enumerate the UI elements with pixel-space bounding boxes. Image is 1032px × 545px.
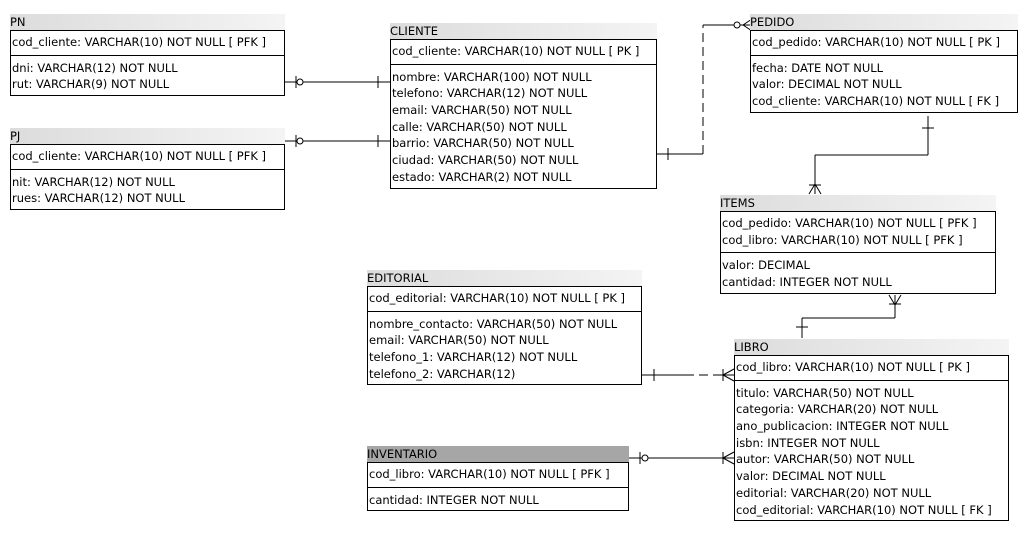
pk-section: cod_libro: VARCHAR(10) NOT NULL [ PK ] [735,356,1008,381]
entity-title: CLIENTE [390,23,657,39]
attribute-column: telefono_1: VARCHAR(12) NOT NULL [369,350,578,365]
attribute-column: telefono: VARCHAR(12) NOT NULL [392,86,588,101]
pk-section: cod_cliente: VARCHAR(10) NOT NULL [ PFK … [11,145,284,170]
entity-title: EDITORIAL [367,270,642,286]
pk-column: cod_cliente: VARCHAR(10) NOT NULL [ PFK … [12,149,267,163]
entity-title: LIBRO [734,339,1009,355]
pk-column: cod_libro: VARCHAR(10) NOT NULL [ PFK ] [369,467,610,481]
attribute-section: nit: VARCHAR(12) NOT NULL rues: VARCHAR(… [11,170,284,209]
pk-column: cod_cliente: VARCHAR(10) NOT NULL [ PK ] [392,44,640,58]
pk-column: cod_cliente: VARCHAR(10) NOT NULL [ PFK … [12,35,267,49]
attribute-column: autor: VARCHAR(50) NOT NULL [736,452,915,467]
attribute-column: ano_publicacion: INTEGER NOT NULL [736,419,949,434]
rel-editorial-libro [641,368,735,382]
attribute-column: rut: VARCHAR(9) NOT NULL [12,77,170,92]
pk-column: cod_pedido: VARCHAR(10) NOT NULL [ PK ] [752,35,1000,49]
attribute-column: calle: VARCHAR(50) NOT NULL [392,119,567,134]
attribute-column: cantidad: INTEGER NOT NULL [369,492,539,507]
entity-title: PEDIDO [750,14,1018,30]
attribute-column: estado: VARCHAR(2) NOT NULL [392,169,572,184]
attribute-column: dni: VARCHAR(12) NOT NULL [12,60,178,75]
entity-inventario[interactable]: INVENTARIO cod_libro: VARCHAR(10) NOT NU… [367,446,629,512]
pk-section: cod_cliente: VARCHAR(10) NOT NULL [ PFK … [11,31,284,56]
entity-editorial[interactable]: EDITORIAL cod_editorial: VARCHAR(10) NOT… [367,270,642,386]
attribute-section: dni: VARCHAR(12) NOT NULL rut: VARCHAR(9… [11,56,284,95]
rel-pj-cliente [285,135,392,147]
entity-pj[interactable]: PJ cod_cliente: VARCHAR(10) NOT NULL [ P… [10,128,285,211]
attribute-column: nombre: VARCHAR(100) NOT NULL [392,69,592,84]
entity-libro[interactable]: LIBRO cod_libro: VARCHAR(10) NOT NULL [ … [734,339,1009,522]
attribute-column: isbn: INTEGER NOT NULL [736,435,880,450]
attribute-section: fecha: DATE NOT NULL valor: DECIMAL NOT … [751,56,1017,112]
attribute-column: cod_editorial: VARCHAR(10) NOT NULL [ FK… [736,502,992,517]
attribute-section: cantidad: INTEGER NOT NULL [368,488,628,511]
entity-body: cod_cliente: VARCHAR(10) NOT NULL [ PK ]… [390,39,657,189]
attribute-column: cod_cliente: VARCHAR(10) NOT NULL [ FK ] [752,94,1000,109]
rel-libro-inventario [628,451,735,465]
entity-cliente[interactable]: CLIENTE cod_cliente: VARCHAR(10) NOT NUL… [390,23,657,189]
attribute-column: rues: VARCHAR(12) NOT NULL [12,191,185,206]
rel-pn-cliente [285,76,392,88]
attribute-column: valor: DECIMAL NOT NULL [752,77,902,92]
entity-title: INVENTARIO [367,446,629,462]
entity-body: cod_cliente: VARCHAR(10) NOT NULL [ PFK … [10,144,285,211]
rel-libro-items [796,294,902,338]
pk-section: cod_pedido: VARCHAR(10) NOT NULL [ PK ] [751,31,1017,56]
pk-column: cod_editorial: VARCHAR(10) NOT NULL [ PK… [369,291,626,305]
attribute-column: email: VARCHAR(50) NOT NULL [369,333,549,348]
rel-pedido-items [808,116,934,195]
pk-section: cod_cliente: VARCHAR(10) NOT NULL [ PK ] [391,40,656,65]
pk-section: cod_libro: VARCHAR(10) NOT NULL [ PFK ] [368,463,628,488]
entity-items[interactable]: ITEMS cod_pedido: VARCHAR(10) NOT NULL [… [720,195,996,294]
pk-column: cod_libro: VARCHAR(10) NOT NULL [ PFK ] [722,232,963,247]
attribute-column: valor: DECIMAL [722,258,810,273]
pk-column: cod_pedido: VARCHAR(10) NOT NULL [ PFK ] [722,216,977,230]
entity-body: cod_pedido: VARCHAR(10) NOT NULL [ PK ] … [750,30,1018,113]
attribute-column: ciudad: VARCHAR(50) NOT NULL [392,153,579,168]
attribute-column: cantidad: INTEGER NOT NULL [722,275,892,290]
entity-body: cod_cliente: VARCHAR(10) NOT NULL [ PFK … [10,30,285,97]
attribute-column: editorial: VARCHAR(20) NOT NULL [736,485,932,500]
attribute-section: nombre_contacto: VARCHAR(50) NOT NULL em… [368,312,641,385]
attribute-column: nombre_contacto: VARCHAR(50) NOT NULL [369,316,618,331]
attribute-column: fecha: DATE NOT NULL [752,60,884,75]
pk-section: cod_editorial: VARCHAR(10) NOT NULL [ PK… [368,287,641,312]
attribute-column: email: VARCHAR(50) NOT NULL [392,103,572,118]
entity-pn[interactable]: PN cod_cliente: VARCHAR(10) NOT NULL [ P… [10,14,285,97]
attribute-column: categoria: VARCHAR(20) NOT NULL [736,402,939,417]
pk-column: cod_libro: VARCHAR(10) NOT NULL [ PK ] [736,360,970,374]
rel-cliente-pedido [657,18,753,160]
attribute-column: barrio: VARCHAR(50) NOT NULL [392,136,574,151]
entity-body: cod_editorial: VARCHAR(10) NOT NULL [ PK… [367,286,642,386]
attribute-section: titulo: VARCHAR(50) NOT NULL categoria: … [735,381,1008,521]
entity-title: PJ [10,128,285,144]
entity-title: ITEMS [720,195,996,211]
entity-body: cod_pedido: VARCHAR(10) NOT NULL [ PFK ]… [720,211,996,294]
attribute-section: valor: DECIMAL cantidad: INTEGER NOT NUL… [721,253,995,292]
entity-pedido[interactable]: PEDIDO cod_pedido: VARCHAR(10) NOT NULL … [750,14,1018,113]
attribute-section: nombre: VARCHAR(100) NOT NULL telefono: … [391,65,656,188]
entity-body: cod_libro: VARCHAR(10) NOT NULL [ PK ] t… [734,355,1009,522]
attribute-column: nit: VARCHAR(12) NOT NULL [12,174,175,189]
attribute-column: titulo: VARCHAR(50) NOT NULL [736,385,914,400]
entity-title: PN [10,14,285,30]
attribute-column: valor: DECIMAL NOT NULL [736,469,886,484]
entity-body: cod_libro: VARCHAR(10) NOT NULL [ PFK ] … [367,462,629,512]
pk-section: cod_pedido: VARCHAR(10) NOT NULL [ PFK ]… [721,212,995,254]
attribute-column: telefono_2: VARCHAR(12) [369,366,516,381]
